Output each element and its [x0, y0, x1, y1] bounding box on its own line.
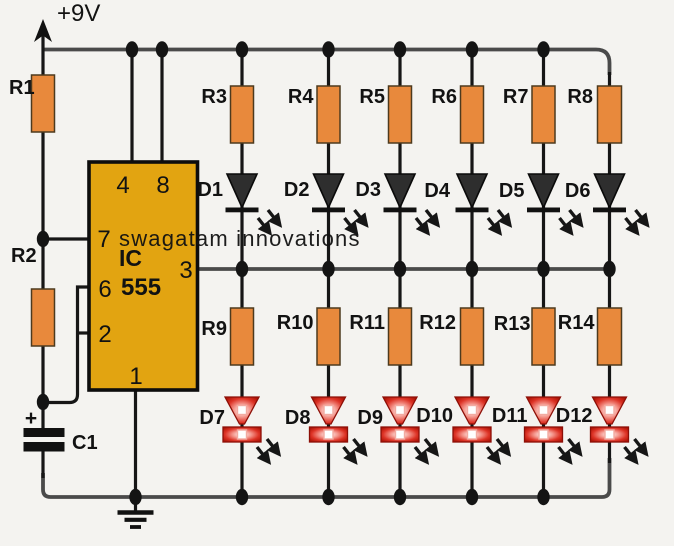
junction-dot — [465, 260, 479, 278]
resistor-R4 — [316, 85, 341, 144]
resistor-R10 — [316, 307, 341, 366]
resistor-label-R7: R7 — [503, 86, 529, 108]
ic-pin-2: 2 — [98, 321, 111, 348]
ic-pin-8: 8 — [156, 172, 169, 199]
resistor-R7 — [531, 85, 556, 144]
led-label-D5: D5 — [499, 180, 525, 202]
led-label-D12: D12 — [556, 405, 593, 427]
junction-dot — [465, 488, 479, 506]
ic-pin-3: 3 — [179, 257, 192, 284]
ic-pin-7: 7 — [97, 226, 110, 253]
ic-pin-6: 6 — [98, 276, 111, 303]
junction-dot — [537, 488, 550, 506]
supply-arrow-icon — [34, 19, 52, 42]
ic-555-body — [87, 160, 200, 392]
capacitor-polarity-label: + — [25, 407, 37, 430]
junction-dot — [322, 488, 335, 506]
resistor-R13 — [531, 307, 556, 366]
junction-dot — [322, 41, 335, 58]
resistor-label-R9: R9 — [201, 318, 227, 340]
capacitor-label-C1: C1 — [72, 432, 98, 454]
resistor-label-R5: R5 — [359, 86, 385, 108]
junction-dot — [465, 41, 479, 58]
resistor-R14 — [596, 307, 623, 366]
resistor-label-R6: R6 — [431, 86, 457, 108]
resistor-label-R1: R1 — [9, 77, 35, 99]
led-label-D4: D4 — [424, 180, 450, 202]
wire-pin6-junction — [45, 285, 89, 405]
led-label-D7: D7 — [199, 407, 225, 429]
junction-dot — [603, 260, 616, 278]
resistor-label-R10: R10 — [277, 312, 314, 334]
ic-pin-1: 1 — [129, 363, 142, 390]
resistor-R11 — [387, 307, 413, 366]
resistor-label-R14: R14 — [558, 312, 596, 334]
resistor-R9 — [229, 307, 255, 366]
resistor-R8 — [596, 85, 623, 144]
led-label-D1: D1 — [197, 179, 223, 201]
resistor-R12 — [459, 307, 485, 366]
resistor-label-R4: R4 — [288, 86, 314, 108]
junction-dot — [235, 260, 249, 278]
resistor-R6 — [459, 85, 485, 144]
resistor-R5 — [387, 85, 413, 144]
junction-dot — [36, 230, 50, 248]
junction-dot — [537, 41, 550, 58]
resistor-label-R12: R12 — [419, 312, 456, 334]
junction-dot — [235, 488, 249, 506]
ic-pin-4: 4 — [116, 172, 129, 199]
leads — [41, 33, 612, 511]
junction-dot — [125, 41, 139, 58]
junction-dot — [393, 260, 407, 278]
led-label-D11: D11 — [492, 405, 528, 427]
led-label-D9: D9 — [357, 407, 383, 429]
watermark-text: swagatam innovations — [119, 226, 361, 251]
capacitor-C1-icon — [23, 428, 65, 452]
junction-dot — [393, 488, 407, 506]
led-label-D8: D8 — [285, 407, 311, 429]
led-label-D10: D10 — [416, 405, 453, 427]
resistor-label-R8: R8 — [567, 86, 593, 108]
junction-dot — [129, 488, 142, 506]
resistors — [30, 74, 623, 366]
ic-name-line2: 555 — [121, 274, 161, 301]
positive-rail — [43, 47, 612, 75]
resistor-label-R2: R2 — [11, 245, 37, 267]
resistor-label-R11: R11 — [349, 312, 385, 334]
junction-dot — [393, 41, 407, 58]
led-label-D2: D2 — [284, 179, 310, 201]
junction-dot — [537, 260, 550, 278]
supply-voltage-label: +9V — [57, 0, 100, 27]
resistor-R3 — [229, 85, 255, 144]
ic-name-line1: IC — [119, 245, 142, 271]
resistor-label-R13: R13 — [494, 313, 531, 335]
junction-dot — [155, 41, 169, 58]
junction-dots — [36, 41, 616, 506]
led-label-D3: D3 — [355, 179, 381, 201]
junction-dot — [36, 393, 50, 411]
resistor-R2 — [30, 288, 56, 347]
junction-dot — [322, 260, 335, 278]
ground-symbol-icon — [117, 510, 154, 529]
resistor-R1 — [30, 74, 56, 133]
led-label-D6: D6 — [565, 180, 591, 202]
resistor-label-R3: R3 — [201, 86, 227, 108]
junction-dot — [235, 41, 249, 58]
